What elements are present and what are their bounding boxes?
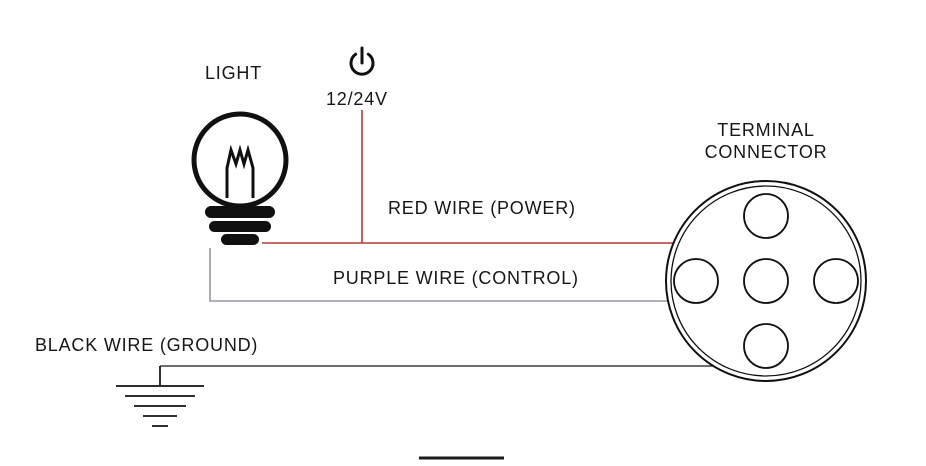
connector-outer-ring	[665, 180, 867, 382]
purple-wire	[209, 248, 690, 302]
ground-icon	[116, 366, 204, 427]
red-wire	[262, 110, 690, 244]
connector-pin-bottom	[743, 323, 789, 369]
terminal-connector-label: TERMINAL CONNECTOR	[704, 120, 828, 162]
bulb-base-bar	[205, 206, 275, 218]
bulb-glass	[191, 111, 289, 209]
connector-pin-top	[743, 193, 789, 239]
bulb-filament	[225, 144, 255, 198]
bulb-base-bar	[209, 221, 271, 232]
connector-inner-ring	[670, 185, 862, 377]
red-wire-label: RED WIRE (POWER)	[388, 198, 576, 218]
purple-wire-label: PURPLE WIRE (CONTROL)	[333, 268, 579, 288]
light-bulb-icon	[191, 111, 289, 245]
power-icon	[349, 46, 375, 76]
voltage-label: 12/24V	[326, 89, 388, 109]
bulb-base-tip	[221, 234, 259, 245]
black-wire-label: BLACK WIRE (GROUND)	[35, 335, 259, 355]
connector-pin-center	[743, 258, 789, 304]
connector-pin-right	[813, 258, 859, 304]
light-label: LIGHT	[205, 63, 263, 83]
connector-pin-left	[673, 258, 719, 304]
terminal-connector	[665, 180, 867, 382]
power-arc	[349, 52, 375, 76]
